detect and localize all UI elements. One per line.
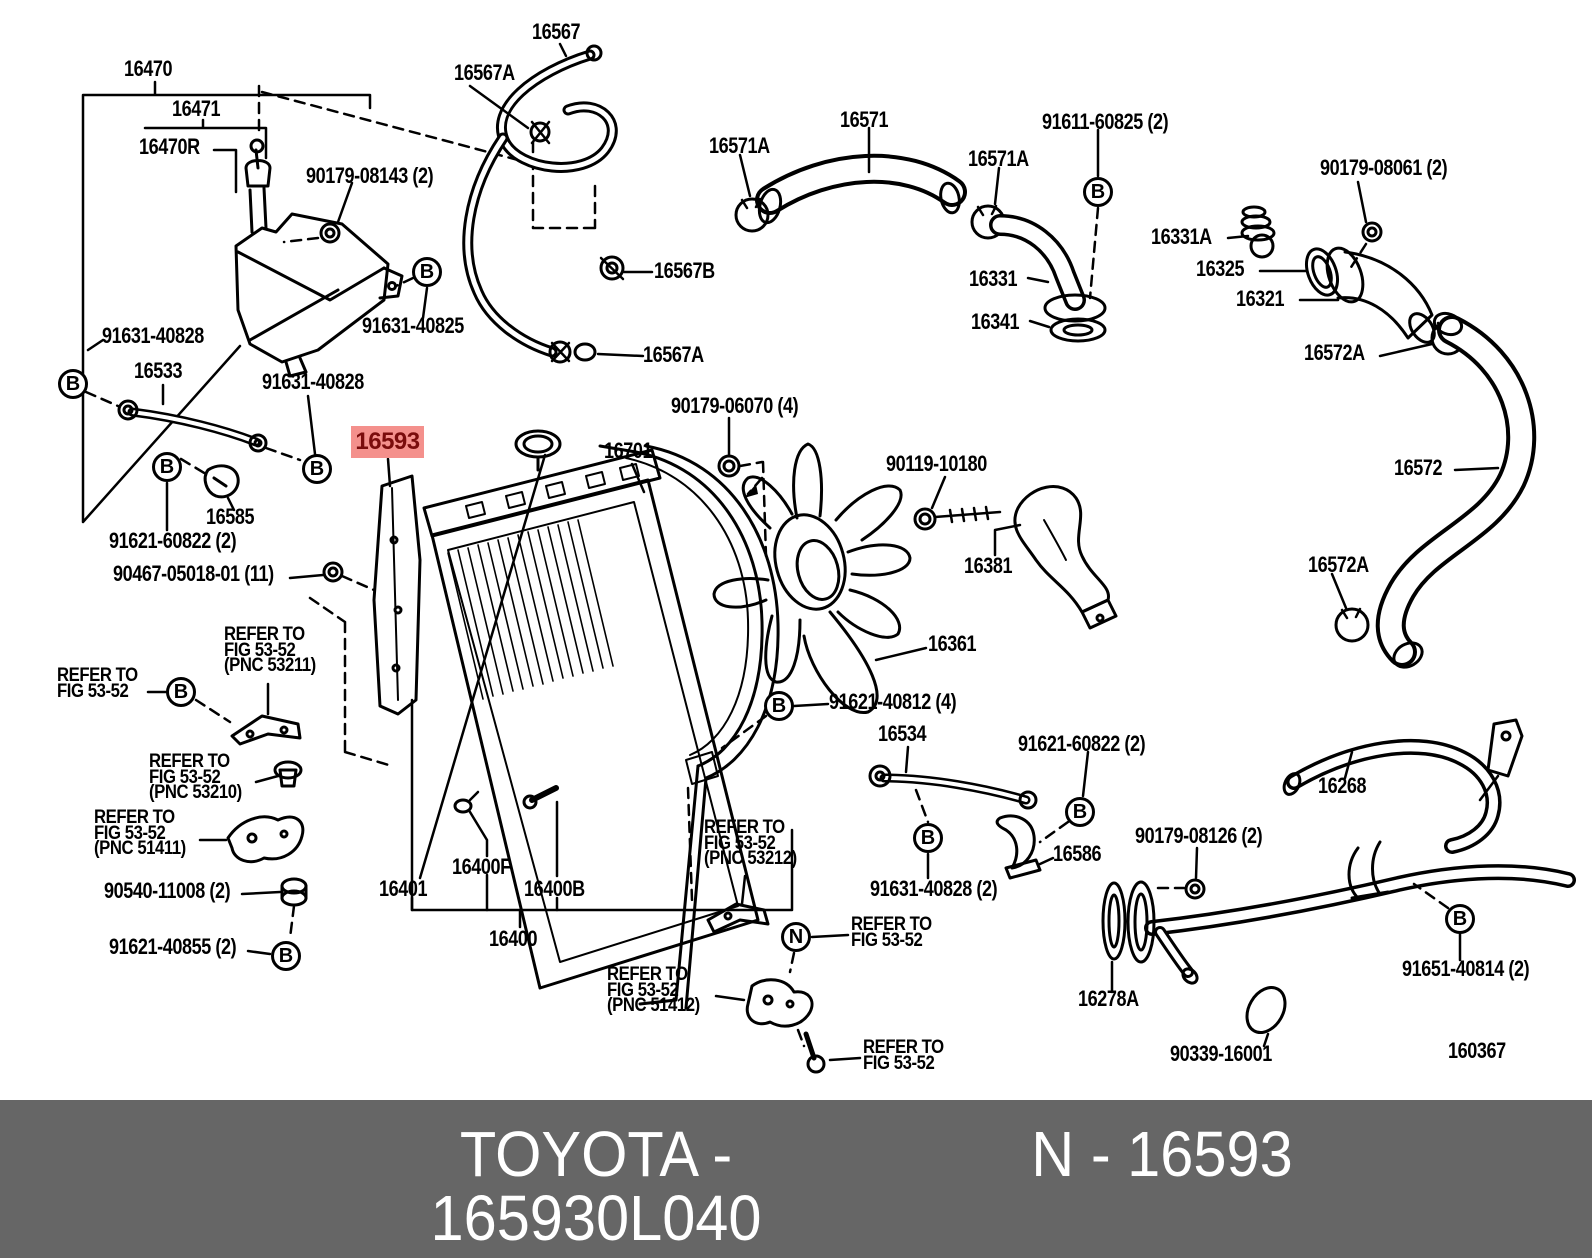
part-number-label: 90179-08143 (2) <box>306 163 434 188</box>
part-number-label: 16701 <box>604 438 653 463</box>
part-number-label: 16567 <box>532 19 581 44</box>
footer-banner: TOYOTA - 165930L040 N - 16593 <box>0 1100 1592 1258</box>
callout-circle-b: B <box>152 452 182 482</box>
part-number-label: 91621-40812 (4) <box>829 689 957 714</box>
part-number-label: 16361 <box>928 631 977 656</box>
part-number-label: 90467-05018-01 (11) <box>113 561 274 586</box>
part-number-label: 90179-08061 (2) <box>1320 155 1448 180</box>
part-number-label: 16471 <box>172 96 221 121</box>
part-number-label: 90119-10180 <box>886 451 987 476</box>
callout-circle-b: B <box>764 691 794 721</box>
part-number-label: 16470 <box>124 56 173 81</box>
part-number-label: 91621-60822 (2) <box>1018 731 1146 756</box>
part-number-label: 16321 <box>1236 286 1285 311</box>
callout-circle-b: B <box>412 257 442 287</box>
part-number-label: 16278A <box>1078 986 1139 1011</box>
part-number-label: 16585 <box>206 504 255 529</box>
part-number-label: 90339-16001 <box>1170 1041 1272 1066</box>
part-number-label: 16572 <box>1394 455 1443 480</box>
part-number-label: 16400B <box>524 876 585 901</box>
part-number-label: 16571A <box>709 133 770 158</box>
part-number-label: 91611-60825 (2) <box>1042 109 1169 134</box>
banner-brand-part-number: TOYOTA - 165930L040 <box>430 1118 762 1254</box>
part-number-label: 16572A <box>1304 340 1365 365</box>
part-number-label: 16470R <box>139 134 200 159</box>
refer-to-note: REFER TO FIG 53-52 (PNC 53211) <box>224 624 316 676</box>
refer-to-note: REFER TO FIG 53-52 <box>863 1037 944 1074</box>
refer-to-note: REFER TO FIG 53-52 (PNC 53210) <box>149 751 242 803</box>
part-number-label: 16534 <box>878 721 927 746</box>
part-number-label: 16325 <box>1196 256 1245 281</box>
part-number-label: 16331 <box>969 266 1018 291</box>
part-number-label: 16331A <box>1151 224 1212 249</box>
banner-pnc: N - 16593 <box>1031 1118 1293 1190</box>
diagram-line-art <box>81 42 1576 1074</box>
callout-circle-b: B <box>913 823 943 853</box>
part-number-label: 91631-40828 (2) <box>870 876 998 901</box>
part-number-label: 91621-40855 (2) <box>109 934 237 959</box>
part-number-label: 16268 <box>1318 773 1367 798</box>
highlighted-part-label: 16593 <box>351 426 424 458</box>
refer-to-note: REFER TO FIG 53-52 (PNC 51412) <box>607 964 700 1016</box>
part-number-label: 16571 <box>840 107 889 132</box>
part-number-label: 16381 <box>964 553 1013 578</box>
callout-circle-b: B <box>302 454 332 484</box>
part-number-label: 16533 <box>134 358 183 383</box>
part-number-label: 91631-40828 <box>262 369 364 394</box>
part-number-label: 91651-40814 (2) <box>1402 956 1530 981</box>
part-number-label: 16571A <box>968 146 1029 171</box>
callout-circle-b: B <box>1083 177 1113 207</box>
callout-circle-b: B <box>1065 797 1095 827</box>
part-number-label: 90179-06070 (4) <box>671 393 799 418</box>
part-number-label: 160367 <box>1448 1038 1506 1063</box>
refer-to-note: REFER TO FIG 53-52 <box>57 665 138 702</box>
callout-circle-b: B <box>166 677 196 707</box>
refer-to-note: REFER TO FIG 53-52 <box>851 914 932 951</box>
part-number-label: 16401 <box>379 876 428 901</box>
refer-to-note: REFER TO FIG 53-52 (PNC 51411) <box>94 807 186 859</box>
callout-circle-n: N <box>781 922 811 952</box>
part-number-label: 91631-40828 <box>102 323 204 348</box>
part-number-label: 16572A <box>1308 552 1369 577</box>
refer-to-note: REFER TO FIG 53-52 (PNC 53212) <box>704 817 797 869</box>
part-number-label: 16567A <box>454 60 515 85</box>
part-number-label: 91631-40825 <box>362 313 464 338</box>
part-number-label: 90540-11008 (2) <box>104 878 231 903</box>
part-number-label: 16567B <box>654 258 715 283</box>
diagram-stage: 16470 16471 16470R 90179-08143 (2) 16567 1656… <box>57 19 1576 1074</box>
callout-circle-b: B <box>58 369 88 399</box>
part-number-label: 91621-60822 (2) <box>109 528 237 553</box>
part-number-label: 16586 <box>1053 841 1102 866</box>
part-number-label: 90179-08126 (2) <box>1135 823 1263 848</box>
callout-circle-b: B <box>271 941 301 971</box>
part-number-label: 16400 <box>489 926 538 951</box>
part-number-label: 16341 <box>971 309 1020 334</box>
callout-circle-b: B <box>1445 904 1475 934</box>
part-number-label: 16400F <box>452 854 511 879</box>
part-number-label: 16567A <box>643 342 704 367</box>
